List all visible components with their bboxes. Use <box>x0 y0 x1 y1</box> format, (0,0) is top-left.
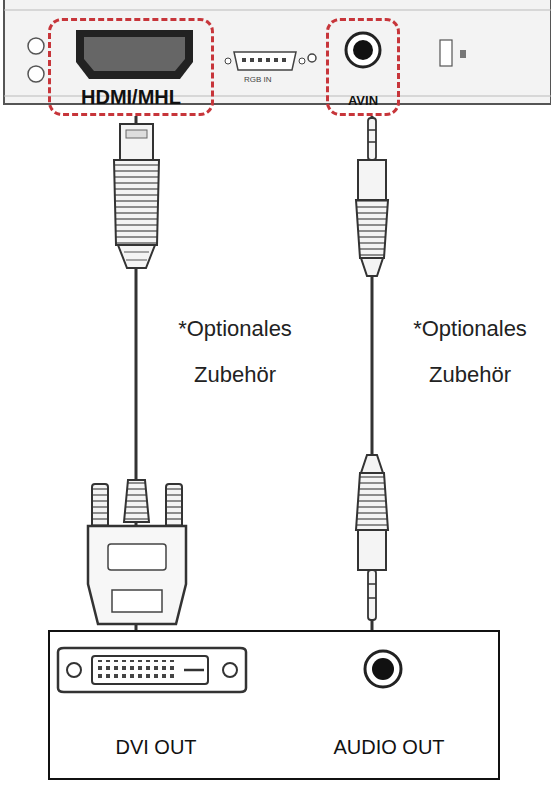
audio-plug-part <box>368 597 376 599</box>
audio-out-jack <box>365 651 401 687</box>
device-panel-part <box>4 10 551 11</box>
dvi-plug-part <box>92 484 108 528</box>
device-panel-part <box>460 50 466 58</box>
audio-plug-part <box>356 200 388 258</box>
dvi-port <box>58 648 246 692</box>
audio-plug-part <box>368 570 376 620</box>
hdmi-plug-part <box>118 245 155 268</box>
device-panel-part <box>440 40 452 66</box>
dvi-port-part <box>223 663 237 677</box>
port-label: HDMI/MHL <box>51 85 211 109</box>
port-name: RGB IN <box>244 75 272 84</box>
hdmi-plug-part <box>126 130 147 138</box>
hdmi-port-part <box>76 30 193 79</box>
port-highlight: AVIN <box>326 18 400 116</box>
avin-jack-part <box>353 40 373 60</box>
audio-plug-part <box>356 473 388 530</box>
port-label: AVIN <box>329 93 397 109</box>
dvi-port-part <box>98 660 178 680</box>
port-highlight: HDMI/MHL <box>48 18 214 116</box>
hdmi-plug-part <box>124 252 149 253</box>
dvi-plug-part <box>108 544 166 570</box>
port-label: DVI OUT <box>52 735 260 759</box>
audio-plug-part <box>368 141 376 143</box>
device-panel-part <box>28 66 44 82</box>
avin-jack <box>346 33 380 67</box>
dvi-port-part <box>58 648 246 692</box>
audio-out-jack-part <box>372 658 394 680</box>
audio-plug <box>356 118 388 276</box>
audio-plug-part <box>361 258 383 276</box>
rgb-port-part <box>299 58 305 64</box>
dvi-plug-part <box>124 480 149 522</box>
audio-plug-part <box>368 583 376 585</box>
rgb-port-part <box>242 56 288 66</box>
audio-out-jack-part <box>365 651 401 687</box>
cable-label: *Optionales Zubehör <box>394 306 546 398</box>
audio-plug-part <box>368 129 376 131</box>
dvi-plug <box>88 480 186 624</box>
device-panel-part <box>28 38 44 54</box>
hdmi-plug-part <box>114 160 159 245</box>
hdmi-port-part <box>84 37 185 71</box>
dvi-plug-part <box>88 526 186 624</box>
cable-label: *Optionales Zubehör <box>160 306 310 398</box>
rgb-port-part <box>308 54 316 62</box>
dvi-port-part <box>92 656 208 684</box>
source-device: DVI OUT AUDIO OUT <box>48 630 500 780</box>
rgb-port-part <box>234 52 296 70</box>
port-label: AUDIO OUT <box>300 735 478 759</box>
rgb-port <box>225 52 316 70</box>
hdmi-port <box>76 30 193 79</box>
audio-plug-part <box>361 455 383 473</box>
dvi-plug-part <box>112 590 162 612</box>
hdmi-plug-part <box>120 124 153 160</box>
audio-plug <box>356 455 388 620</box>
dvi-port-part <box>184 669 204 672</box>
hdmi-plug <box>114 124 159 268</box>
audio-plug-part <box>358 530 386 570</box>
audio-plug-part <box>358 160 386 200</box>
audio-plug-part <box>368 118 376 160</box>
dvi-port-part <box>67 663 81 677</box>
rgb-port-part <box>225 58 231 64</box>
avin-jack-part <box>346 33 380 67</box>
dvi-plug-part <box>166 484 182 528</box>
hdmi-plug-part <box>126 260 147 261</box>
